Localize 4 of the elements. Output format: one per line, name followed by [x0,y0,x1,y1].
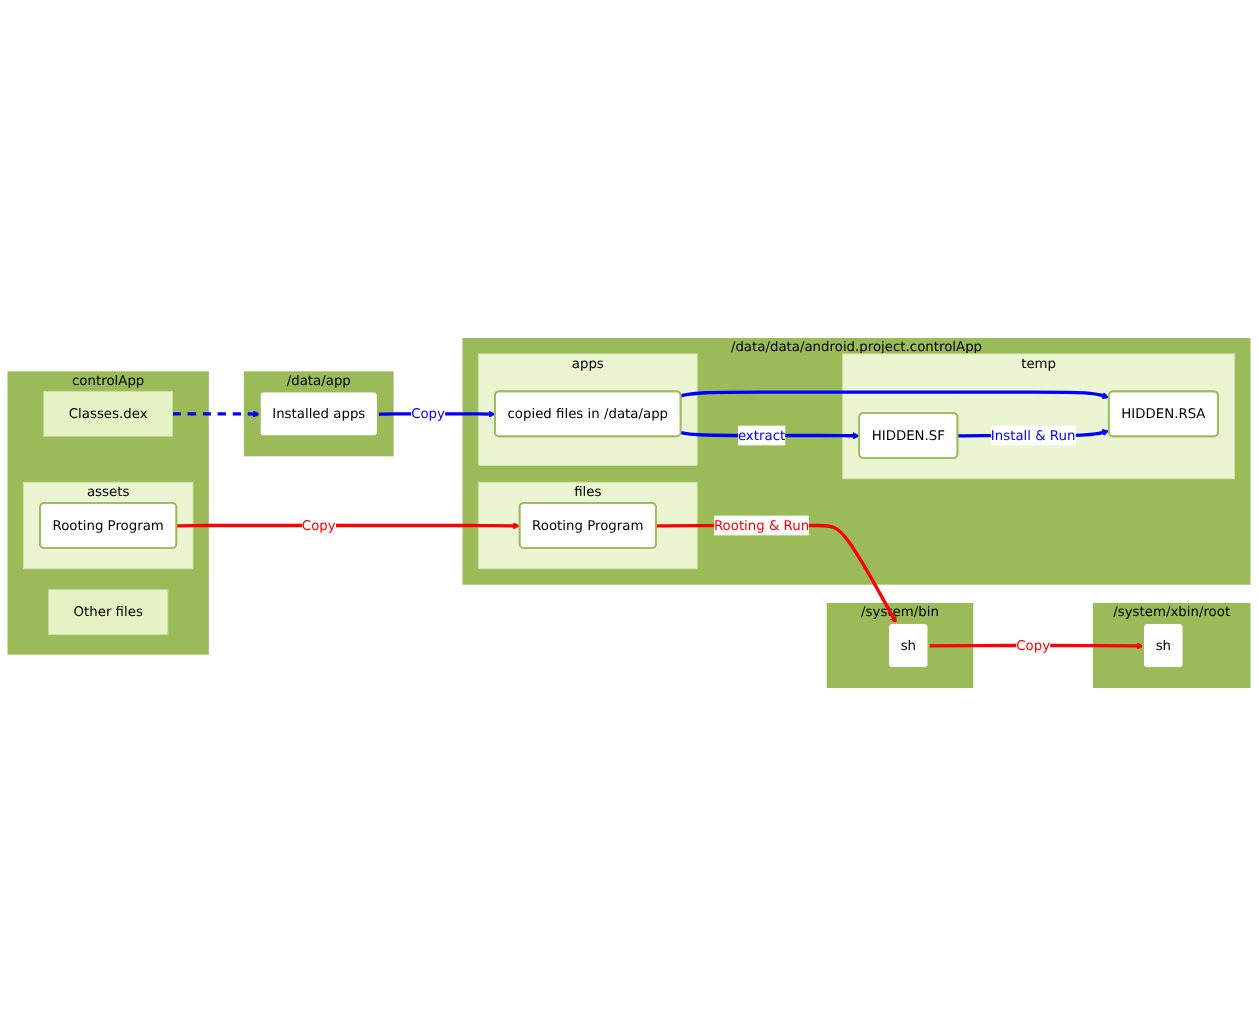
arrow [176,522,521,530]
arrow [680,390,1110,400]
arrow [172,410,261,418]
arrow [928,642,1144,650]
